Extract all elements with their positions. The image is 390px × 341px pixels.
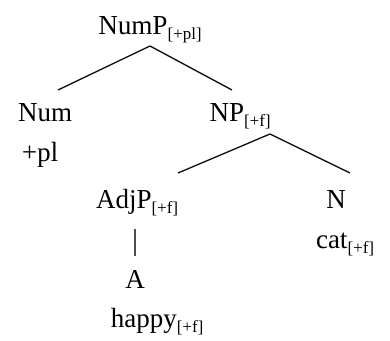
branch-nump-num xyxy=(57,45,151,91)
num-word: +pl xyxy=(21,137,59,167)
branch-np-n xyxy=(269,133,351,174)
node-nump: NumP[+pl] xyxy=(98,10,202,43)
a-word: happy xyxy=(110,303,177,333)
num-category: Num xyxy=(18,97,72,127)
a-terminal: happy[+f] xyxy=(110,303,204,336)
num-terminal: +pl xyxy=(22,139,58,166)
n-word: cat xyxy=(315,224,348,254)
a-category: A xyxy=(125,264,145,294)
branch-np-adjp xyxy=(177,133,271,174)
node-np: NP[+f] xyxy=(209,97,271,130)
np-category: NP xyxy=(209,97,244,127)
node-adjp: AdjP[+f] xyxy=(95,184,179,217)
branch-nump-np xyxy=(149,45,233,91)
nump-category: NumP xyxy=(98,10,168,40)
node-n: N xyxy=(326,186,346,213)
nump-feature: [+pl] xyxy=(167,24,202,43)
adjp-feature: [+f] xyxy=(151,198,179,217)
np-feature: [+f] xyxy=(243,111,271,130)
node-a: A xyxy=(125,266,145,293)
node-num: Num xyxy=(18,99,72,126)
adjp-category: AdjP xyxy=(95,184,152,214)
n-feature: [+f] xyxy=(347,238,375,257)
n-terminal: cat[+f] xyxy=(315,224,375,257)
a-feature: [+f] xyxy=(176,317,204,336)
n-category: N xyxy=(326,184,346,214)
